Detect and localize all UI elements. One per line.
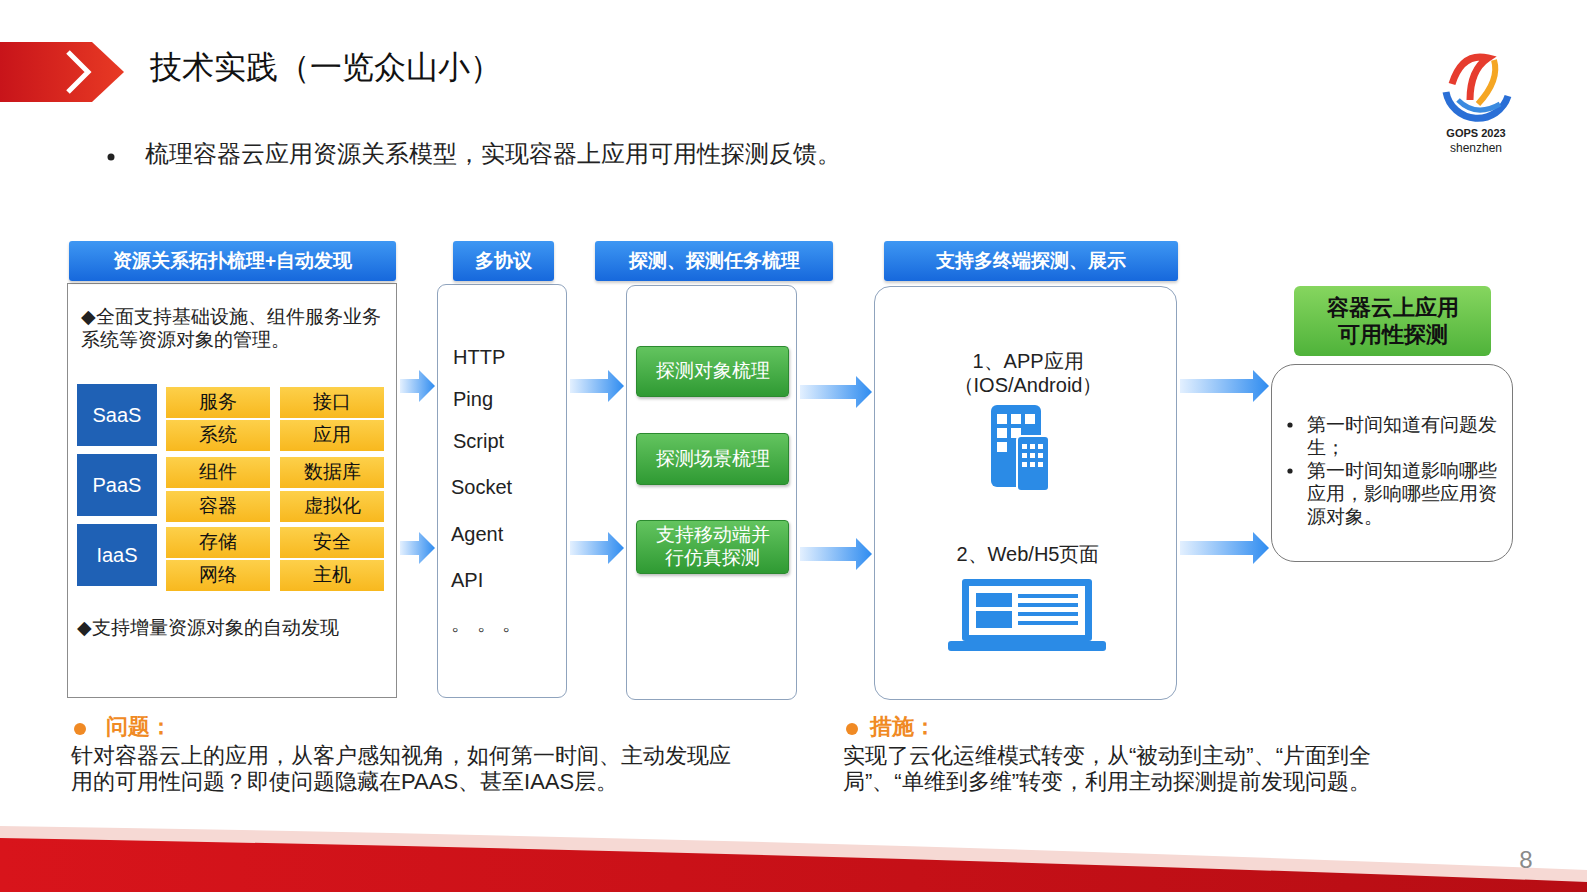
result-box: 第一时间知道有问题发生；第一时间知道影响哪些应用，影响哪些应用资源对象。: [1271, 364, 1513, 562]
node-text: 容器: [199, 495, 237, 518]
bullet-dot: [1287, 422, 1292, 427]
node-text: 安全: [313, 531, 351, 554]
node-text: 组件: [199, 461, 237, 484]
heading-dot: [846, 723, 858, 735]
node-text: 系统: [199, 424, 237, 447]
layer-box: PaaS: [77, 454, 157, 516]
column-header: 探测、探测任务梳理: [595, 241, 833, 281]
heading-dot: [74, 723, 86, 735]
node-text: 探测场景梳理: [656, 448, 770, 471]
node-text: 应用: [313, 424, 351, 447]
node-text: 支持移动端并行仿真探测: [653, 524, 773, 570]
event-logo: [1446, 57, 1508, 118]
flow-arrow: [1180, 532, 1269, 564]
node-text: 虚拟化: [304, 495, 361, 518]
section-heading: 措施：: [870, 714, 936, 740]
probe-task-box: 探测对象梳理: [636, 346, 789, 397]
resource-panel: SaaS服务接口系统应用PaaS组件数据库容器虚拟化IaaS存储安全网络主机资源…: [67, 283, 397, 698]
node-text: SaaS: [93, 403, 142, 427]
mobile-icon: [991, 405, 1049, 491]
flow-arrow: [400, 532, 435, 564]
result-bullet: 第一时间知道有问题发生；: [1307, 414, 1497, 460]
node-text: 网络: [199, 564, 237, 587]
layer-box: IaaS: [77, 524, 157, 586]
slide-title: 技术实践（一览众山小）: [150, 48, 502, 86]
category-cell: 应用: [280, 420, 384, 451]
terminal-label: 2、Web/H5页面: [931, 542, 1125, 566]
category-cell: 数据库: [280, 457, 384, 488]
footer-swoosh: [0, 826, 1587, 892]
node-text: PaaS: [93, 473, 142, 497]
category-cell: 存储: [166, 527, 270, 558]
title-chevron-mark: [68, 52, 88, 92]
node-text: 数据库: [304, 461, 361, 484]
section-text: 实现了云化运维模式转变，从“被动到主动”、“片面到全局”、“单维到多维”转变，利…: [843, 743, 1443, 796]
title-chevron: [0, 42, 124, 102]
flow-arrow: [800, 376, 872, 408]
category-cell: 组件: [166, 457, 270, 488]
bullet-dot: [1287, 468, 1292, 473]
task-panel: 探测对象梳理探测场景梳理支持移动端并行仿真探测探测、探测任务梳理: [626, 285, 797, 700]
node-text: 接口: [313, 391, 351, 414]
flow-arrow: [570, 532, 624, 564]
column-header: 支持多终端探测、展示: [884, 241, 1178, 281]
probe-task-box: 探测场景梳理: [636, 433, 789, 485]
terminal-label: 1、APP应用 （IOS/Android）: [949, 349, 1107, 397]
logo-text: GOPS 2023: [1436, 127, 1516, 140]
logo-text: shenzhen: [1436, 141, 1516, 155]
category-cell: 主机: [280, 560, 384, 591]
category-cell: 服务: [166, 387, 270, 418]
node-text: 主机: [313, 564, 351, 587]
node-text: 探测对象梳理: [656, 360, 770, 383]
protocol-item: Agent: [451, 522, 503, 546]
result-header: 容器云上应用 可用性探测: [1294, 286, 1491, 356]
footer-band: [0, 838, 1587, 892]
category-cell: 网络: [166, 560, 270, 591]
flow-arrow: [800, 538, 872, 570]
protocol-item: Ping: [453, 387, 493, 411]
flow-arrow: [1180, 370, 1269, 402]
protocol-item: API: [451, 568, 483, 592]
probe-task-box: 支持移动端并行仿真探测: [636, 520, 789, 574]
terminal-panel: 支持多终端探测、展示1、APP应用 （IOS/Android）2、Web/H5页…: [874, 286, 1177, 700]
node-text: 存储: [199, 531, 237, 554]
protocol-item: Socket: [451, 475, 512, 499]
panel-note: ◆支持增量资源对象的自动发现: [77, 617, 387, 640]
protocol-item: 。 。 。: [451, 611, 522, 635]
protocol-item: Script: [453, 429, 504, 453]
result-bullet: 第一时间知道影响哪些应用，影响哪些应用资源对象。: [1307, 460, 1497, 528]
subtitle-bullet: 梳理容器云应用资源关系模型，实现容器上应用可用性探测反馈。: [145, 140, 841, 169]
node-text: 容器云上应用 可用性探测: [1318, 294, 1468, 349]
layer-box: SaaS: [77, 384, 157, 446]
column-header: 多协议: [453, 241, 554, 281]
category-cell: 系统: [166, 420, 270, 451]
section-heading: 问题：: [106, 714, 172, 740]
flow-arrow: [400, 370, 435, 402]
panel-note: ◆全面支持基础设施、组件服务业务系统等资源对象的管理。: [81, 306, 386, 352]
node-text: 服务: [199, 391, 237, 414]
category-cell: 容器: [166, 491, 270, 522]
flow-arrow: [570, 370, 624, 402]
bullet-dot: [108, 154, 115, 161]
category-cell: 接口: [280, 387, 384, 418]
section-text: 针对容器云上的应用，从客户感知视角，如何第一时间、主动发现应用的可用性问题？即使…: [71, 743, 746, 796]
node-text: IaaS: [96, 543, 137, 567]
category-cell: 虚拟化: [280, 491, 384, 522]
laptop-icon: [948, 579, 1106, 651]
page-number: 8: [1512, 846, 1540, 875]
protocol-item: HTTP: [453, 345, 505, 369]
category-cell: 安全: [280, 527, 384, 558]
protocol-panel: 多协议HTTPPingScriptSocketAgentAPI。 。 。: [437, 284, 567, 698]
column-header: 资源关系拓扑梳理+自动发现: [69, 241, 396, 281]
